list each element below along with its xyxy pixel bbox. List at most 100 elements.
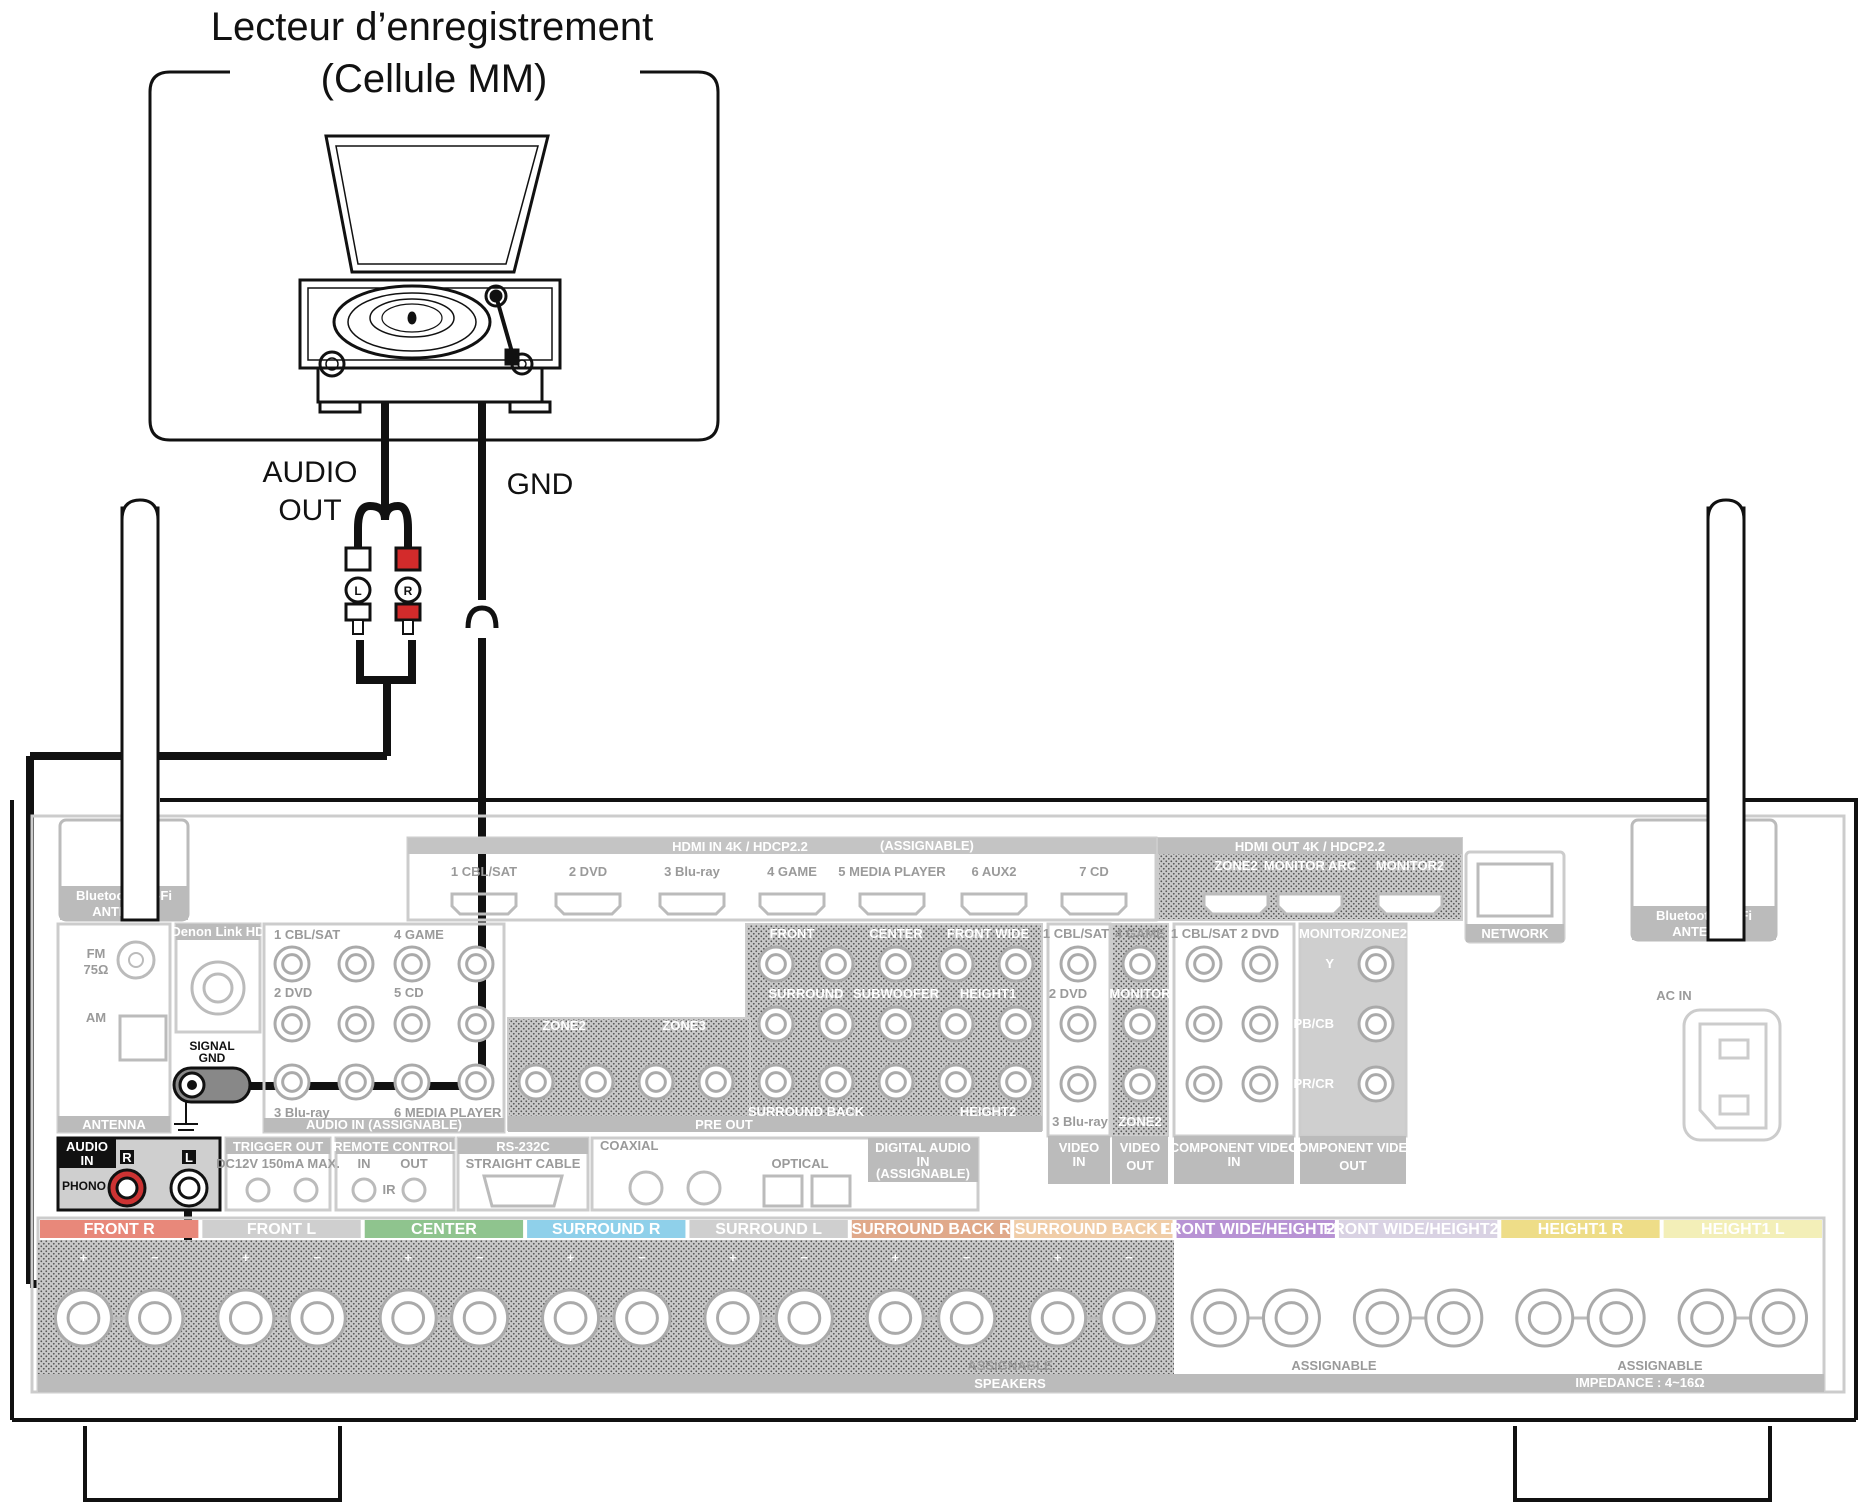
denon-link-label: Denon Link HD: [171, 924, 264, 939]
audio-out-label-2: OUT: [278, 494, 341, 527]
receiver-chassis: [10, 798, 1858, 1502]
turntable-box: [148, 70, 720, 442]
speaker-group-label: SURROUND R: [552, 1221, 661, 1238]
signal-gnd-2: GND: [199, 1051, 226, 1065]
assignable-label-2: ASSIGNABLE: [1291, 1358, 1377, 1373]
pre-out-jack: [817, 945, 855, 983]
pre-out-port-label: ZONE2: [542, 1018, 585, 1033]
speaker-terminal-minus: [1261, 1288, 1321, 1348]
video-out-label: VIDEO: [1120, 1140, 1160, 1155]
audio-out-label-1: AUDIO: [262, 456, 357, 489]
digital-audio-label: DIGITAL AUDIO: [875, 1140, 971, 1155]
hdmi-in-port: [450, 892, 518, 916]
hdmi-in-port: [658, 892, 726, 916]
audio-in-port-label: 2 DVD: [274, 985, 312, 1000]
component-out-port-label: Y: [1325, 956, 1334, 971]
hdmi-out-title: HDMI OUT 4K / HDCP2.2: [1235, 839, 1385, 854]
video-jack: [1121, 1065, 1159, 1103]
minus-icon: −: [1612, 1250, 1620, 1265]
coaxial-label: COAXIAL: [600, 1138, 659, 1153]
pre-out-jack: [997, 1063, 1035, 1101]
component-port-label: 2 DVD: [1241, 926, 1279, 941]
pre-out-port-label: CENTER: [869, 926, 923, 941]
speaker-group-label: FRONT L: [247, 1221, 317, 1238]
left-antenna: Bluetooth/Wi-Fi ANTENNA: [58, 498, 190, 922]
pre-out-jack: [757, 1005, 795, 1043]
hdmi-in-port-label: 7 CD: [1079, 864, 1109, 879]
signal-gnd-1: SIGNAL: [189, 1039, 234, 1053]
audio-in-port-label: 6 MEDIA PLAYER: [394, 1105, 502, 1120]
audio-in-jack: [337, 1063, 375, 1101]
hdmi-out-port: [1202, 892, 1270, 916]
video-in-sub: IN: [1073, 1154, 1086, 1169]
plus-icon: +: [729, 1250, 737, 1265]
minus-icon: −: [638, 1250, 646, 1265]
plus-icon: +: [1216, 1250, 1224, 1265]
remote-control-label: REMOTE CONTROL: [333, 1139, 457, 1154]
speaker-terminal-plus: [865, 1288, 925, 1348]
rs232c-label: RS-232C: [496, 1139, 550, 1154]
component-in-sub: IN: [1228, 1154, 1241, 1169]
trigger-out-label: TRIGGER OUT: [233, 1139, 323, 1154]
pre-out-jack: [937, 1063, 975, 1101]
speaker-terminal-minus: [612, 1288, 672, 1348]
hdmi-in-assignable: (ASSIGNABLE): [880, 838, 974, 853]
pre-out-jack: [997, 1005, 1035, 1043]
speaker-terminal-minus: [1424, 1288, 1484, 1348]
network-label: NETWORK: [1481, 926, 1549, 941]
speaker-group-label: HEIGHT1 R: [1538, 1221, 1624, 1238]
minus-icon: −: [313, 1250, 321, 1265]
digital-assignable: (ASSIGNABLE): [876, 1166, 970, 1181]
pre-out-jack: [757, 1063, 795, 1101]
component-port-label: 1 CBL/SAT: [1171, 926, 1237, 941]
video-jack: [1059, 1065, 1097, 1103]
plus-icon: +: [567, 1250, 575, 1265]
audio-in-jack: [273, 945, 311, 983]
ohm-label: 75Ω: [84, 962, 109, 977]
pre-out-port-label: SURROUND: [768, 986, 843, 1001]
video-jack: [1059, 945, 1097, 983]
speaker-terminal-plus: [1028, 1288, 1088, 1348]
speaker-group-label: FRONT R: [84, 1221, 156, 1238]
plus-icon: +: [1054, 1250, 1062, 1265]
hdmi-out-port-label: MONITOR ARC: [1264, 858, 1357, 873]
speaker-group-label: SURROUND BACK R: [851, 1221, 1011, 1238]
pre-out-jack: [877, 945, 915, 983]
pre-out-jack: [757, 945, 795, 983]
pre-out-port-label: SUBWOOFER: [853, 986, 940, 1001]
speaker-terminal-minus: [450, 1288, 510, 1348]
audio-in-port-label: 3 Blu-ray: [274, 1105, 330, 1120]
am-label: AM: [86, 1010, 106, 1025]
right-antenna: Bluetooth/Wi-Fi ANTENNA: [1630, 498, 1778, 942]
audio-in-jack: [273, 1005, 311, 1043]
speaker-terminal-minus: [774, 1288, 834, 1348]
component-out-sub: OUT: [1339, 1158, 1367, 1173]
pre-out-port-label: HEIGHT2: [960, 1104, 1016, 1119]
ac-in-label: AC IN: [1656, 988, 1691, 1003]
hdmi-in-port-label: 2 DVD: [569, 864, 607, 879]
phono-r-label: R: [122, 1150, 132, 1165]
speaker-terminal-group: SURROUND BACK R+−: [851, 1220, 1011, 1348]
component-out-jack: [1357, 1065, 1395, 1103]
speaker-terminal-plus: [703, 1288, 763, 1348]
speaker-group-label: CENTER: [411, 1221, 477, 1238]
plus-icon: +: [1541, 1250, 1549, 1265]
speaker-terminal-group: FRONT WIDE/HEIGHT2 L+−: [1323, 1220, 1513, 1348]
audio-in-port-label: 5 CD: [394, 985, 424, 1000]
fm-am-panel: ANTENNA FM 75Ω AM: [56, 922, 172, 1134]
speaker-terminal-group: FRONT R+−: [40, 1220, 199, 1348]
speaker-terminal-plus: [1677, 1288, 1737, 1348]
plus-icon: +: [891, 1250, 899, 1265]
plus-icon: +: [1379, 1250, 1387, 1265]
video-in-label: VIDEO: [1059, 1140, 1099, 1155]
speaker-terminal-minus: [287, 1288, 347, 1348]
video-port-label: 3 Blu-ray: [1052, 1114, 1108, 1129]
video-jack: [1059, 1005, 1097, 1043]
pre-out-label: PRE OUT: [695, 1117, 753, 1132]
component-out-port-label: PB/CB: [1294, 1016, 1334, 1031]
hdmi-out-port: [1276, 892, 1344, 916]
component-in-jack: [1185, 1065, 1223, 1103]
plug-l-label: L: [354, 584, 361, 598]
